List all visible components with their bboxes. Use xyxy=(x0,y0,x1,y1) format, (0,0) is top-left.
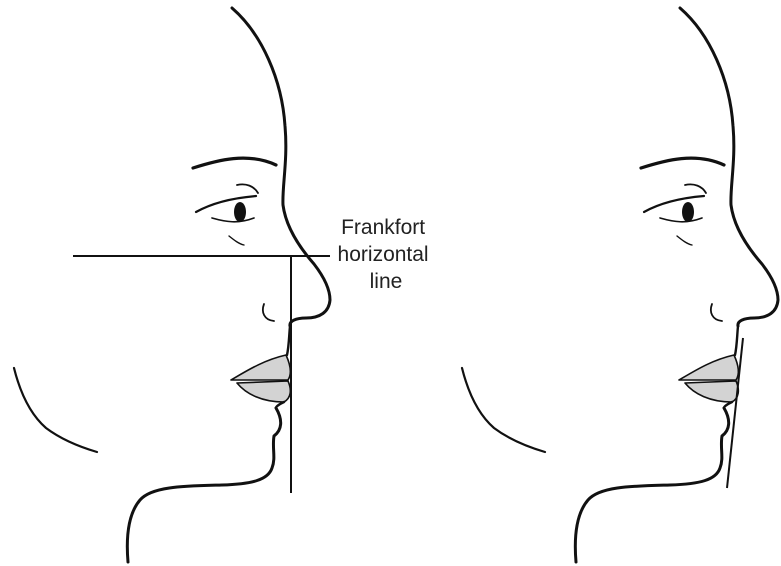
right-labiomental xyxy=(724,402,732,408)
right-chin-jaw xyxy=(575,408,728,562)
left-labiomental xyxy=(276,402,284,408)
right-philtrum xyxy=(735,326,738,355)
right-iris xyxy=(682,202,694,222)
right-eyebrow xyxy=(641,158,724,168)
right-facial-contour xyxy=(680,8,778,326)
frankfort-label-line-3: line xyxy=(370,270,403,293)
right-lower-lip xyxy=(685,381,738,402)
left-philtrum xyxy=(287,326,290,355)
left-cheek-line xyxy=(14,368,97,452)
left-face-profile xyxy=(14,8,330,562)
right-lower-lid xyxy=(677,236,692,245)
right-eye-lower xyxy=(660,218,702,222)
frankfort-label: Frankfort horizontal line xyxy=(338,216,435,293)
left-upper-lip xyxy=(231,355,290,380)
frankfort-label-line-1: Frankfort xyxy=(341,216,425,239)
right-eye-upper xyxy=(644,196,704,212)
right-eyelid-crease xyxy=(685,184,706,193)
left-nostril xyxy=(263,304,274,321)
left-eyelid-crease xyxy=(237,184,258,193)
right-face-profile xyxy=(462,8,778,562)
right-upper-lip xyxy=(679,355,738,380)
right-cheek-line xyxy=(462,368,545,452)
left-lower-lip xyxy=(237,381,290,402)
right-nostril xyxy=(711,304,722,321)
left-iris xyxy=(234,202,246,222)
left-eye-upper xyxy=(196,196,256,212)
left-eye-lower xyxy=(212,218,254,222)
left-chin-jaw xyxy=(127,408,280,562)
left-lower-lid xyxy=(229,236,244,245)
left-facial-contour xyxy=(232,8,330,326)
frankfort-label-line-2: horizontal xyxy=(338,243,429,266)
left-eyebrow xyxy=(193,158,276,168)
